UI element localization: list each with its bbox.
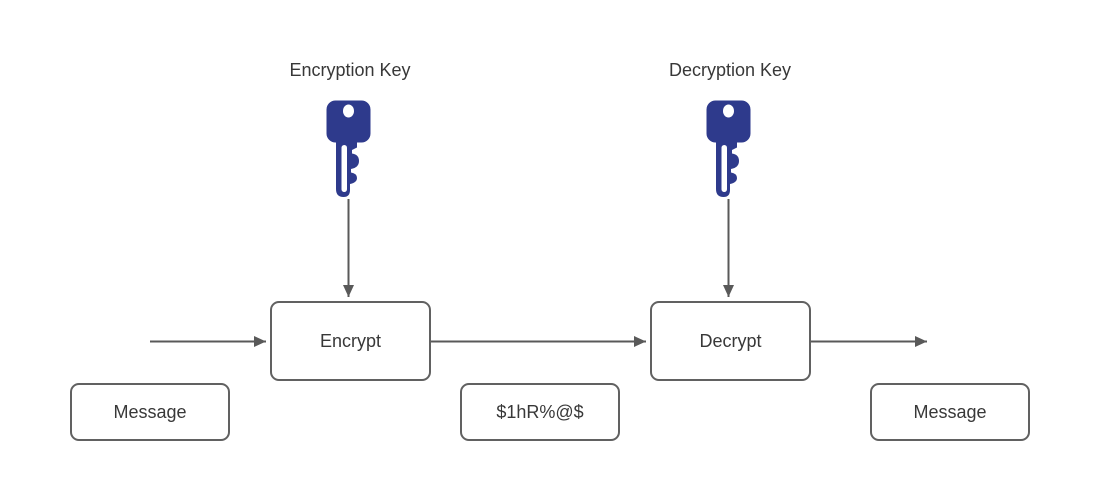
message-out-label: Message (913, 401, 987, 422)
ciphertext-label: $1hR%@$ (496, 401, 584, 422)
decrypt-node-label: Decrypt (699, 330, 762, 351)
ciphertext-node: $1hR%@$ (460, 383, 620, 441)
message-in-label: Message (113, 401, 187, 422)
message-out-node: Message (870, 383, 1030, 441)
decryption-key-icon (706, 100, 751, 197)
encryption-key-label: Encryption Key (289, 60, 411, 80)
encrypt-node-label: Encrypt (319, 330, 382, 351)
encrypt-node: Encrypt (270, 301, 431, 381)
message-in-node: Message (70, 383, 230, 441)
decryption-key-label: Decryption Key (668, 60, 792, 80)
decrypt-node: Decrypt (650, 301, 811, 381)
encryption-key-icon (326, 100, 371, 197)
